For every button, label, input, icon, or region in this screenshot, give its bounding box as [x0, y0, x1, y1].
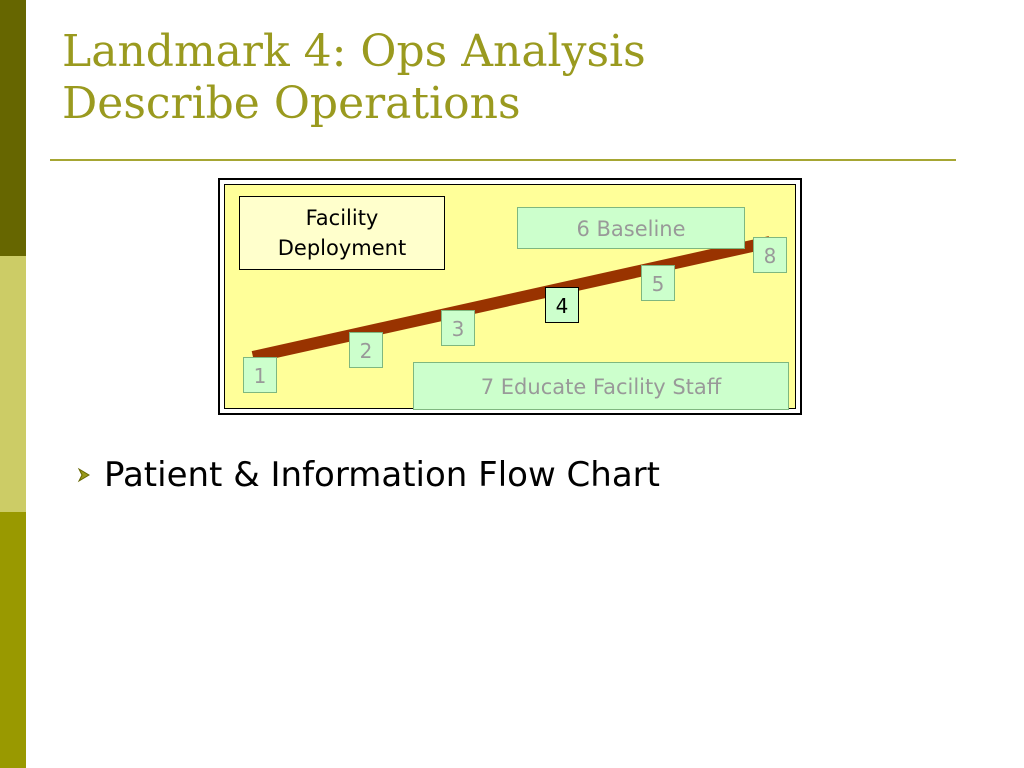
left-accent-bar — [0, 0, 26, 768]
step-1-marker: 1 — [243, 357, 277, 393]
left-accent-segment-bottom — [0, 512, 26, 768]
slide-title-line-2: Describe Operations — [62, 78, 521, 129]
left-accent-segment-top — [0, 0, 26, 256]
step-5-marker: 5 — [641, 265, 675, 301]
arrow-bullet-icon — [77, 467, 90, 483]
step-3-marker: 3 — [441, 310, 475, 346]
slide-title: Landmark 4: Ops Analysis Describe Operat… — [62, 26, 962, 130]
bullet-text: Patient & Information Flow Chart — [104, 455, 660, 495]
facility-deployment-label-line-2: Deployment — [277, 236, 407, 260]
step-4-marker-active: 4 — [545, 287, 579, 323]
baseline-box: 6 Baseline — [517, 207, 745, 249]
step-8-marker: 8 — [753, 237, 787, 273]
left-accent-segment-middle — [0, 256, 26, 512]
bullet-item: Patient & Information Flow Chart — [74, 454, 660, 496]
progress-path — [251, 236, 772, 363]
step-2-marker: 2 — [349, 332, 383, 368]
progress-path-line — [251, 236, 772, 363]
slide-title-line-1: Landmark 4: Ops Analysis — [62, 26, 646, 77]
title-divider — [50, 159, 956, 161]
educate-staff-box: 7 Educate Facility Staff — [413, 362, 789, 410]
facility-deployment-label-line-1: Facility — [305, 206, 379, 230]
